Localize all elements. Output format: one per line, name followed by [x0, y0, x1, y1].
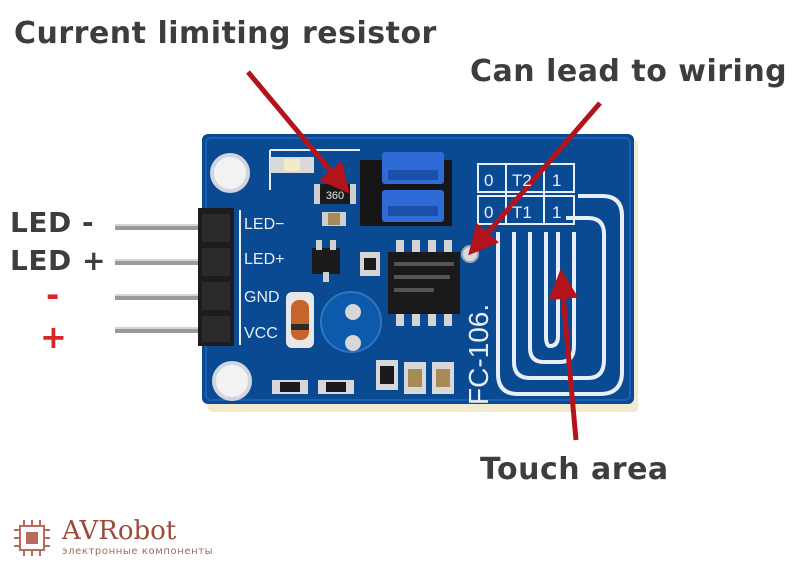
pad-t2: T2 — [512, 171, 532, 190]
pad-1-top: 1 — [552, 171, 561, 190]
touch-pad-spiral — [496, 194, 624, 396]
resistor-arrow — [246, 70, 350, 194]
transistor — [312, 248, 340, 274]
pin-label-led-minus: LED - — [10, 206, 95, 239]
pin-label-plus: + — [40, 318, 68, 356]
silk-vcc: VCC — [244, 325, 278, 342]
pad-0-bottom: 0 — [484, 203, 493, 222]
mounting-hole-top — [210, 153, 250, 193]
touch-area-arrow — [548, 269, 579, 441]
pin-label-minus: - — [46, 276, 60, 314]
pad-0-top: 0 — [484, 171, 493, 190]
silk-gnd: GND — [244, 289, 280, 306]
silk-led-plus: LED+ — [244, 251, 284, 268]
header-pins — [115, 224, 207, 333]
wiring-arrow — [468, 101, 602, 256]
bottom-smd-parts — [272, 360, 454, 394]
pin-label-led-plus: LED + — [10, 244, 106, 277]
pad-t1: T1 — [512, 203, 532, 222]
wiring-via[interactable] — [461, 245, 479, 263]
resistor-code: 360 — [326, 190, 344, 202]
brand-name: AVRobot — [62, 516, 177, 546]
chip-logo-icon — [14, 520, 50, 556]
touch-ic-sop8 — [388, 240, 460, 326]
mounting-hole-bottom — [212, 361, 252, 401]
pad-1-bottom: 1 — [552, 203, 561, 222]
silk-led-minus: LED− — [244, 216, 284, 233]
label-current-limiting-resistor: Current limiting resistor — [14, 16, 437, 51]
brand: AVRobot электронные компоненты — [10, 516, 240, 560]
buzzer-footprint — [320, 291, 382, 353]
board-name: FC-106. — [463, 304, 494, 405]
brand-subtitle: электронные компоненты — [62, 546, 214, 557]
label-can-lead-to-wiring: Can lead to wiring — [470, 54, 788, 89]
label-touch-area: Touch area — [480, 452, 669, 487]
